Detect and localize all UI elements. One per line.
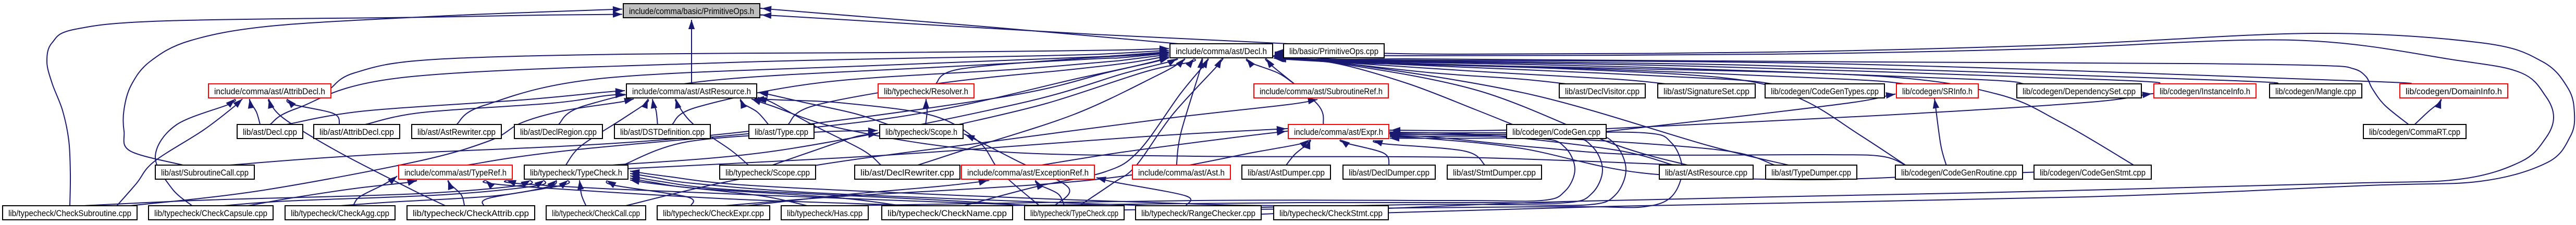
svg-text:lib/codegen/CodeGen.cpp: lib/codegen/CodeGen.cpp	[1512, 127, 1600, 137]
svg-text:include/comma/ast/SubroutineRe: include/comma/ast/SubroutineRef.h	[1260, 86, 1383, 96]
svg-text:lib/codegen/CommaRT.cpp: lib/codegen/CommaRT.cpp	[2369, 127, 2460, 137]
svg-text:include/comma/ast/AstResource.: include/comma/ast/AstResource.h	[632, 86, 751, 96]
svg-text:lib/typecheck/Scope.cpp: lib/typecheck/Scope.cpp	[725, 168, 810, 178]
svg-text:lib/codegen/CodeGenRoutine.cpp: lib/codegen/CodeGenRoutine.cpp	[1901, 168, 2017, 178]
svg-text:lib/ast/AstDumper.cpp: lib/ast/AstDumper.cpp	[1248, 168, 1325, 178]
svg-text:lib/typecheck/TypeCheck.h: lib/typecheck/TypeCheck.h	[530, 168, 622, 178]
svg-text:lib/ast/SubroutineCall.cpp: lib/ast/SubroutineCall.cpp	[161, 168, 249, 178]
svg-text:lib/typecheck/CheckAttrib.cpp: lib/typecheck/CheckAttrib.cpp	[413, 208, 529, 218]
svg-text:include/comma/ast/AttribDecl.h: include/comma/ast/AttribDecl.h	[214, 86, 325, 96]
svg-text:include/comma/ast/Expr.h: include/comma/ast/Expr.h	[1294, 127, 1383, 137]
svg-text:lib/ast/TypeDumper.cpp: lib/ast/TypeDumper.cpp	[1771, 168, 1851, 178]
svg-text:lib/typecheck/TypeCheck.cpp: lib/typecheck/TypeCheck.cpp	[1030, 208, 1118, 218]
svg-text:lib/codegen/InstanceInfo.h: lib/codegen/InstanceInfo.h	[2160, 86, 2250, 96]
svg-text:lib/codegen/SRInfo.h: lib/codegen/SRInfo.h	[1902, 86, 1973, 96]
svg-text:lib/codegen/DomainInfo.h: lib/codegen/DomainInfo.h	[2406, 86, 2502, 96]
svg-text:lib/ast/SignatureSet.cpp: lib/ast/SignatureSet.cpp	[1663, 86, 1749, 96]
svg-text:lib/ast/DeclDumper.cpp: lib/ast/DeclDumper.cpp	[1349, 168, 1429, 178]
svg-text:lib/ast/AstResource.cpp: lib/ast/AstResource.cpp	[1665, 168, 1747, 178]
svg-text:lib/ast/DSTDefinition.cpp: lib/ast/DSTDefinition.cpp	[620, 127, 705, 137]
svg-text:lib/typecheck/CheckExpr.cpp: lib/typecheck/CheckExpr.cpp	[663, 208, 764, 218]
svg-text:lib/ast/Decl.cpp: lib/ast/Decl.cpp	[243, 127, 297, 137]
svg-text:include/comma/ast/ExceptionRef: include/comma/ast/ExceptionRef.h	[967, 168, 1089, 178]
svg-text:lib/typecheck/Scope.h: lib/typecheck/Scope.h	[885, 127, 957, 137]
svg-text:include/comma/ast/Decl.h: include/comma/ast/Decl.h	[1176, 46, 1267, 56]
svg-text:lib/typecheck/CheckStmt.cpp: lib/typecheck/CheckStmt.cpp	[1279, 208, 1383, 218]
svg-text:lib/typecheck/RangeChecker.cpp: lib/typecheck/RangeChecker.cpp	[1141, 208, 1255, 218]
svg-text:lib/ast/DeclRegion.cpp: lib/ast/DeclRegion.cpp	[520, 127, 597, 137]
svg-text:lib/ast/DeclRewriter.cpp: lib/ast/DeclRewriter.cpp	[860, 168, 954, 178]
svg-text:lib/ast/Type.cpp: lib/ast/Type.cpp	[755, 127, 808, 137]
svg-text:lib/typecheck/CheckCapsule.cpp: lib/typecheck/CheckCapsule.cpp	[154, 208, 267, 218]
svg-text:lib/typecheck/CheckName.cpp: lib/typecheck/CheckName.cpp	[888, 208, 1007, 218]
svg-text:lib/ast/AstRewriter.cpp: lib/ast/AstRewriter.cpp	[417, 127, 496, 137]
svg-text:include/comma/ast/Ast.h: include/comma/ast/Ast.h	[1138, 168, 1225, 178]
svg-text:lib/typecheck/Has.cpp: lib/typecheck/Has.cpp	[787, 208, 862, 218]
svg-text:lib/typecheck/CheckSubroutine.: lib/typecheck/CheckSubroutine.cpp	[8, 208, 131, 218]
svg-text:lib/codegen/CodeGenTypes.cpp: lib/codegen/CodeGenTypes.cpp	[1771, 86, 1879, 96]
svg-text:lib/typecheck/Resolver.h: lib/typecheck/Resolver.h	[884, 86, 968, 96]
svg-text:lib/codegen/DependencySet.cpp: lib/codegen/DependencySet.cpp	[2023, 86, 2136, 96]
svg-text:include/comma/basic/PrimitiveO: include/comma/basic/PrimitiveOps.h	[629, 6, 754, 16]
svg-text:include/comma/ast/TypeRef.h: include/comma/ast/TypeRef.h	[404, 168, 507, 178]
svg-text:lib/ast/AttribDecl.cpp: lib/ast/AttribDecl.cpp	[319, 127, 394, 137]
svg-text:lib/codegen/Mangle.cpp: lib/codegen/Mangle.cpp	[2275, 86, 2356, 96]
svg-text:lib/codegen/CodeGenStmt.cpp: lib/codegen/CodeGenStmt.cpp	[2040, 168, 2146, 178]
svg-text:lib/typecheck/CheckAgg.cpp: lib/typecheck/CheckAgg.cpp	[291, 208, 389, 218]
svg-text:lib/ast/StmtDumper.cpp: lib/ast/StmtDumper.cpp	[1453, 168, 1536, 178]
svg-text:lib/basic/PrimitiveOps.cpp: lib/basic/PrimitiveOps.cpp	[1289, 46, 1378, 56]
svg-text:lib/typecheck/CheckCall.cpp: lib/typecheck/CheckCall.cpp	[552, 208, 640, 218]
svg-text:lib/ast/DeclVisitor.cpp: lib/ast/DeclVisitor.cpp	[1565, 86, 1640, 96]
